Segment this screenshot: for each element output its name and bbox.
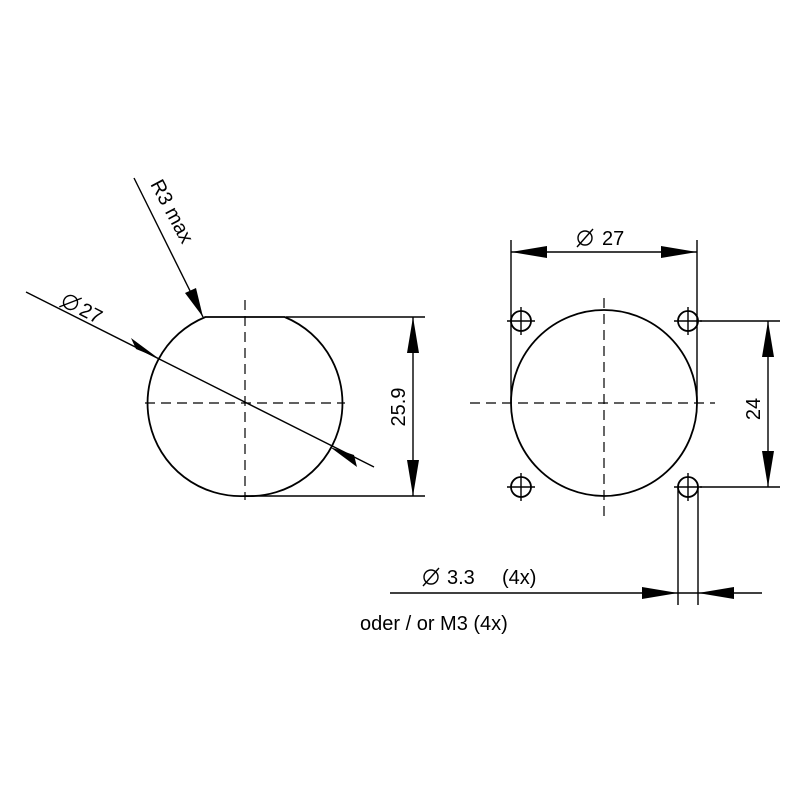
hole-arrow-left — [642, 587, 678, 599]
left-diameter-leader — [25, 291, 375, 468]
left-cutout: 27 R3 max 25.9 — [25, 176, 425, 500]
spacing-label: 24 — [743, 398, 765, 420]
height-arrow-bottom — [407, 460, 419, 496]
hole-arrow-right — [698, 587, 734, 599]
left-diameter-arrow-top — [131, 338, 158, 358]
mounting-hole-top-right — [674, 307, 702, 335]
hole-count: (4x) — [502, 567, 536, 589]
right-diameter-arrow-right — [661, 246, 697, 258]
radius-label: R3 max — [146, 176, 198, 247]
right-diameter-label: 27 — [576, 228, 624, 250]
spacing-arrow-bottom — [762, 451, 774, 487]
hole-alternative-label: oder / or M3 (4x) — [360, 613, 508, 635]
diameter-symbol-icon — [576, 228, 594, 248]
radius-arrow — [185, 288, 203, 317]
diameter-symbol-icon — [422, 567, 440, 587]
spacing-arrow-top — [762, 321, 774, 357]
height-arrow-top — [407, 317, 419, 353]
height-label: 25.9 — [388, 388, 410, 427]
hole-size-value: 3.3 — [447, 567, 475, 589]
left-diameter-label: 27 — [59, 294, 106, 329]
mounting-hole-bottom-left — [507, 473, 535, 501]
right-cutout: 27 24 — [390, 228, 780, 605]
left-diameter-arrow-bottom — [330, 447, 357, 467]
left-diameter-value: 27 — [76, 299, 106, 329]
right-diameter-value: 27 — [602, 228, 624, 250]
right-diameter-arrow-left — [511, 246, 547, 258]
hole-size-label: 3.3 (4x) — [422, 567, 536, 589]
diameter-symbol-icon — [59, 294, 82, 311]
